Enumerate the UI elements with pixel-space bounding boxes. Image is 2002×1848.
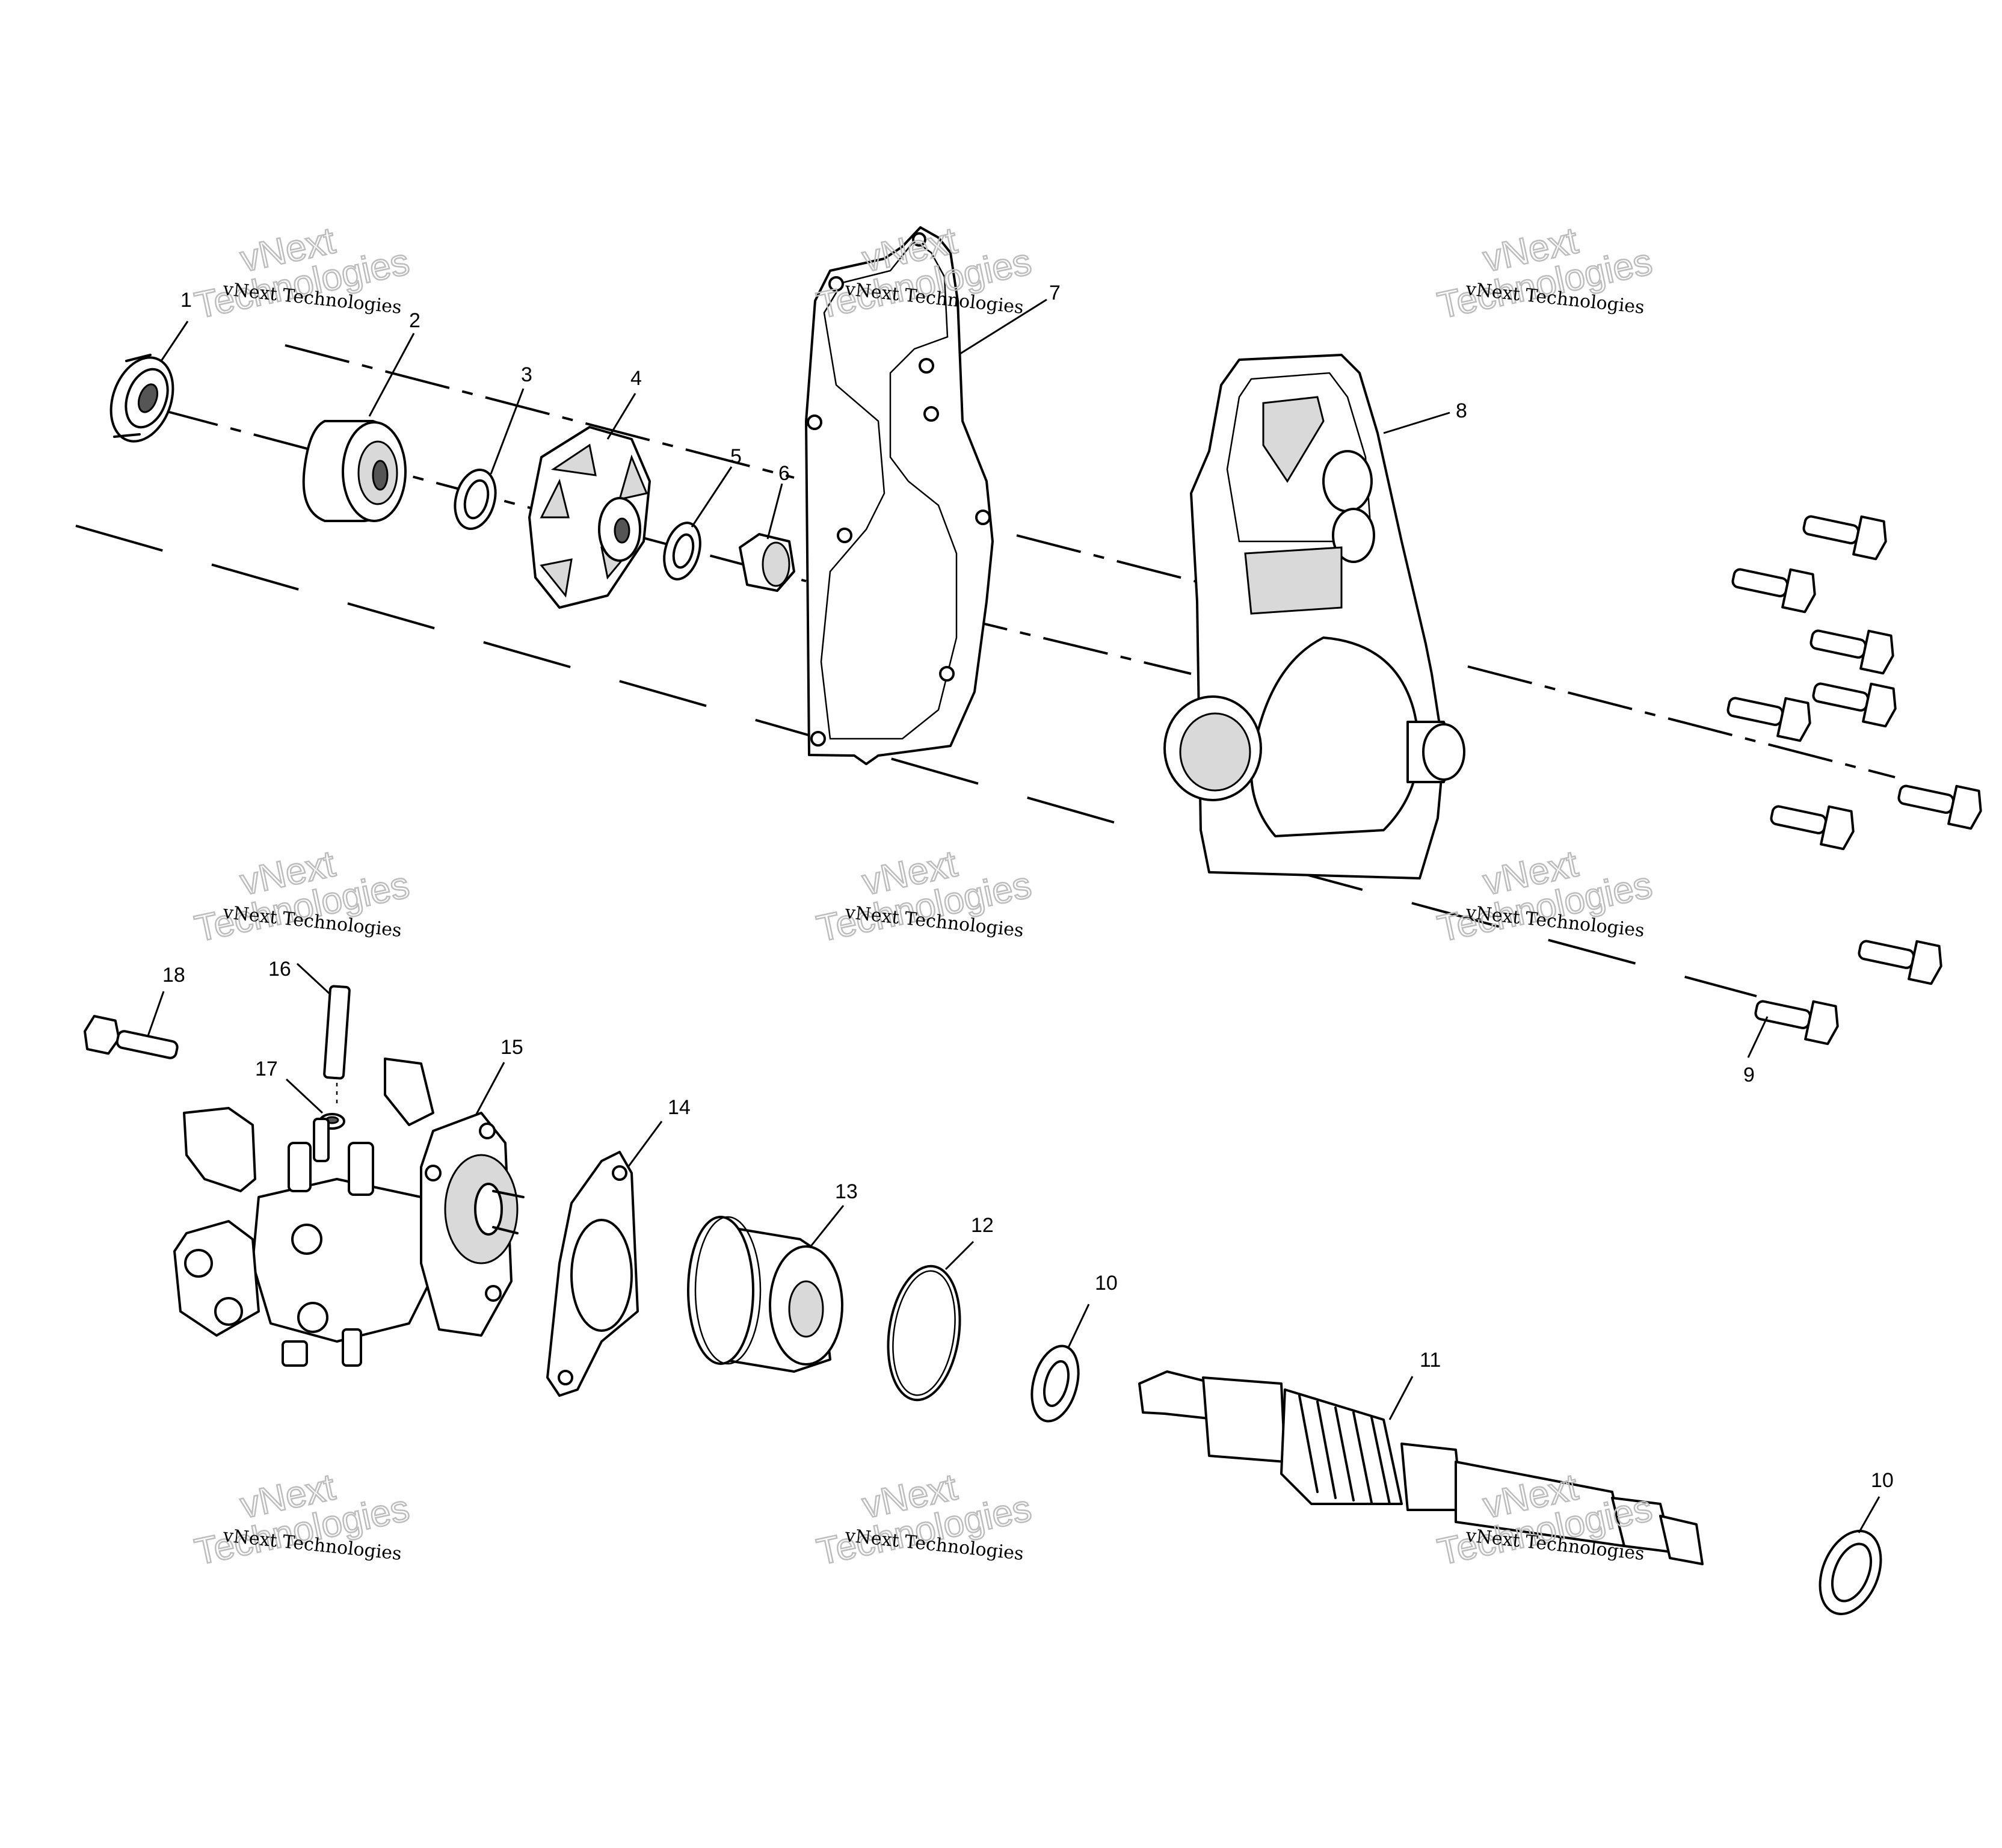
oil-pump-part-15	[173, 1058, 525, 1367]
callout-8: 8	[1456, 399, 1467, 422]
bolt-icon	[1770, 805, 1855, 851]
callout-1: 1	[180, 289, 192, 312]
gasket-part-7	[805, 226, 994, 765]
callout-15: 15	[500, 1036, 523, 1059]
callout-13: 13	[835, 1180, 858, 1203]
cover-part-8	[1163, 354, 1465, 879]
bolt-icon	[1802, 515, 1887, 561]
callout-10-a: 10	[1095, 1272, 1118, 1295]
callout-11: 11	[1420, 1349, 1441, 1372]
callout-12: 12	[971, 1214, 994, 1237]
washer-part-3	[454, 468, 497, 531]
leader-lines	[147, 298, 1880, 1533]
impeller-part-4	[528, 426, 651, 609]
bolt-icon	[1812, 682, 1897, 728]
callout-9: 9	[1743, 1064, 1755, 1086]
callout-3: 3	[521, 363, 532, 386]
bearing-part-2	[302, 420, 407, 522]
callout-7: 7	[1049, 282, 1061, 304]
gasket-part-14	[546, 1151, 639, 1397]
bolt-icon	[1810, 629, 1894, 675]
callout-5: 5	[730, 445, 742, 468]
washer-part-10a	[1030, 1344, 1080, 1423]
bushing-part-13	[687, 1216, 843, 1373]
callout-4: 4	[630, 367, 642, 390]
seal-part-1	[109, 354, 174, 443]
callout-2: 2	[409, 309, 420, 332]
bolt-icon	[1858, 940, 1942, 985]
callout-18: 18	[162, 964, 185, 987]
bolt-group-9	[1726, 515, 1982, 1046]
nut-part-6	[739, 533, 795, 592]
callout-14: 14	[668, 1096, 691, 1119]
pin-part-16	[323, 985, 351, 1107]
washer-part-5	[663, 522, 701, 581]
shaft-part-11	[1138, 1370, 1704, 1565]
bolt-part-18	[84, 1015, 179, 1059]
callout-10-b: 10	[1871, 1469, 1894, 1492]
bolt-icon	[1897, 784, 1982, 830]
washer-part-10b	[1819, 1530, 1882, 1615]
o-ring-part-12	[887, 1264, 961, 1402]
bolt-icon	[1754, 1000, 1839, 1046]
bolt-icon	[1731, 568, 1816, 614]
callout-16: 16	[268, 958, 291, 981]
callouts: 1 2 3 4 5 6 7 8 9 10 10 11 12 13 14 15 1…	[162, 282, 1894, 1492]
bolt-icon	[1726, 697, 1811, 742]
callout-6: 6	[778, 462, 790, 485]
callout-17: 17	[255, 1058, 278, 1080]
